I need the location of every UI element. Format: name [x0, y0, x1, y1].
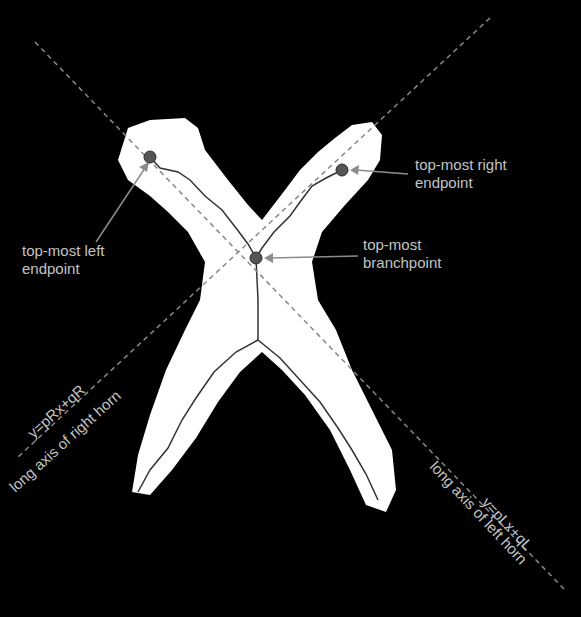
point-label: top-most left endpoint: [22, 242, 134, 278]
endpoint-dot: [336, 164, 348, 176]
left-horn-axis: [35, 42, 565, 590]
right-horn-axis: [18, 18, 490, 457]
point-label: top-most right endpoint: [415, 156, 545, 192]
skeleton-branch: [256, 170, 342, 258]
uterus-mask: [118, 118, 396, 512]
skeleton: [138, 157, 378, 500]
leader-arrowhead: [264, 253, 273, 263]
leader-line: [356, 170, 408, 174]
leader-arrowhead: [139, 162, 149, 172]
skeleton-branch: [150, 157, 256, 258]
skeleton-branch: [258, 340, 378, 500]
leader-line: [270, 256, 358, 258]
endpoint-dot: [144, 151, 156, 163]
point-label: top-most branchpoint: [363, 236, 463, 272]
leader-arrowhead: [350, 165, 359, 175]
branchpoint-dot: [250, 252, 262, 264]
axis-label: long axis of left horn: [426, 458, 531, 568]
leader-line: [96, 168, 145, 242]
skeleton-branch: [138, 340, 258, 492]
